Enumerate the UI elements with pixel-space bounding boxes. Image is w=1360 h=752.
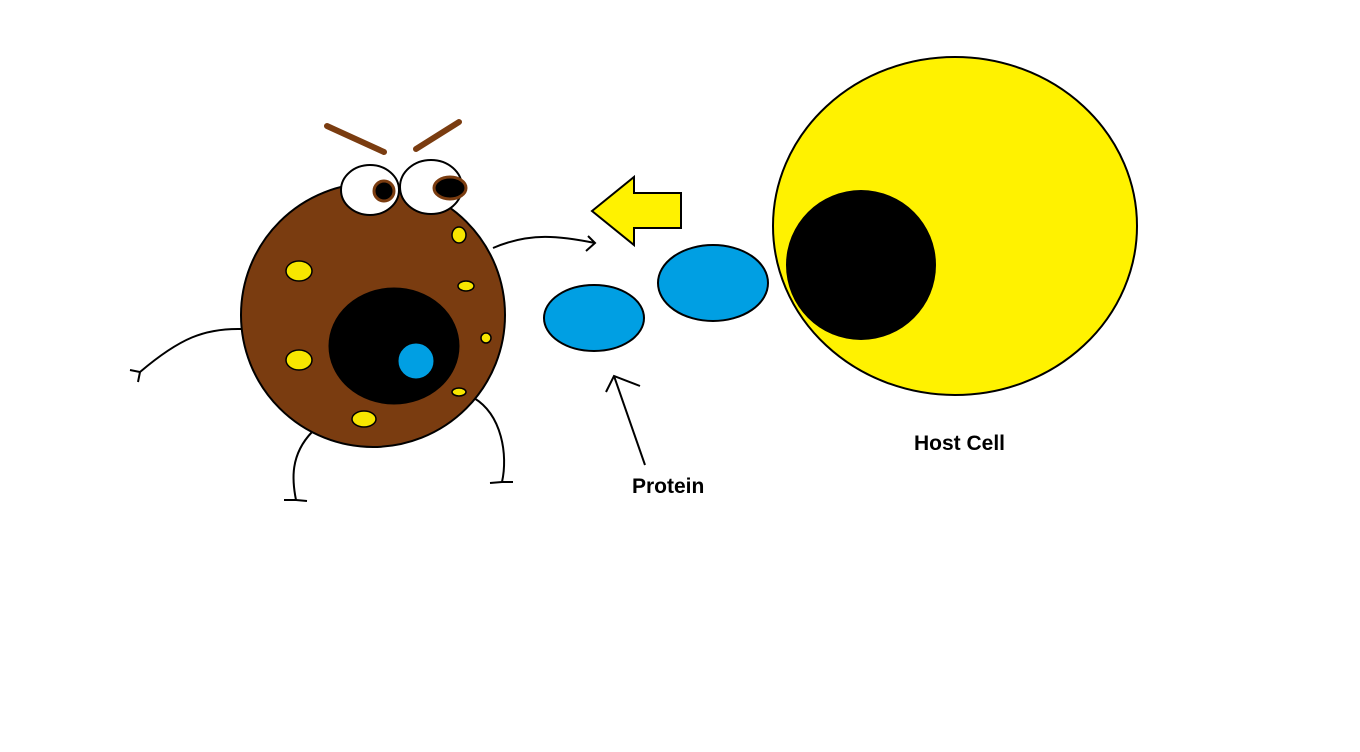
protein-left — [543, 284, 645, 352]
host-cell-nucleus — [786, 190, 936, 340]
host-cell-icon — [772, 56, 1138, 396]
microbe-icon — [129, 119, 597, 502]
microbe-inner-protein — [397, 342, 435, 380]
microbe-eyebrows — [324, 119, 462, 155]
arrow-up-icon — [605, 374, 646, 466]
microbe-limbs — [129, 235, 597, 502]
microbe-eyes — [340, 159, 468, 216]
microbe-spots — [285, 226, 492, 428]
protein-right — [657, 244, 769, 322]
protein-label: Protein — [632, 475, 705, 498]
arrow-left-icon — [590, 174, 682, 248]
host-cell-label: Host Cell — [914, 432, 1006, 455]
protein-icon — [543, 244, 769, 352]
microbe-nucleus — [328, 287, 460, 405]
